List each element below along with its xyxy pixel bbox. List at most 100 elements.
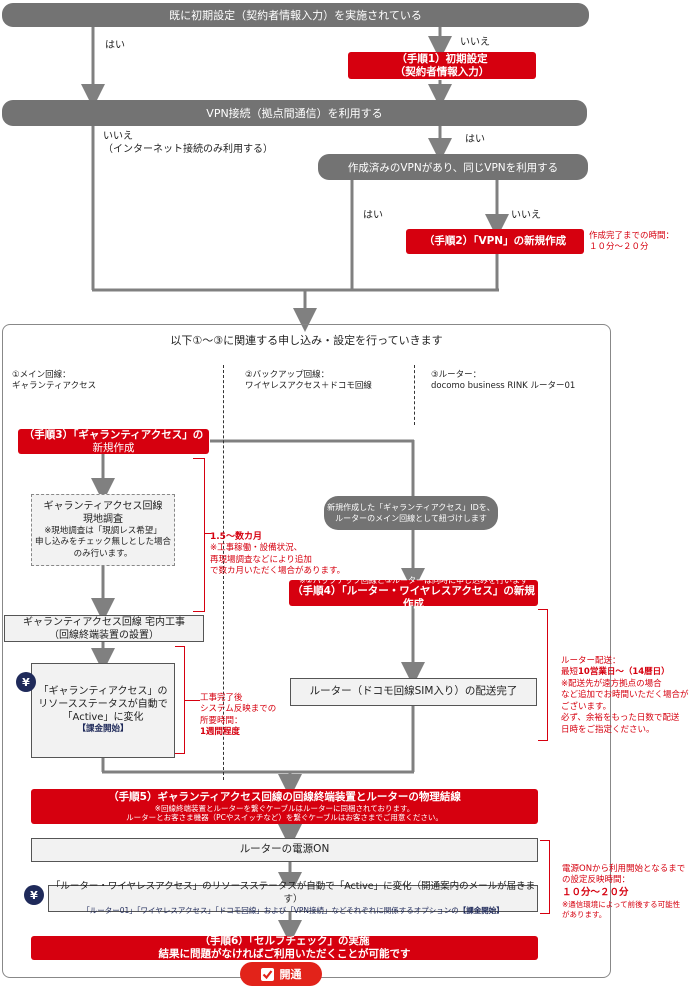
install-line2: （回線終端装置の設置） <box>49 629 159 641</box>
q1-no-label: いいえ <box>460 37 490 48</box>
q2-no-label: いいえ （インターネット接続のみ利用する） <box>103 130 273 156</box>
column-backup-line: ②バックアップ回線： ワイヤレスアクセス＋ドコモ回線 <box>245 370 372 392</box>
active2-note-foot2: があります。 <box>562 909 607 919</box>
col2-line2: ワイヤレスアクセス＋ドコモ回線 <box>245 381 372 392</box>
router-note-1: ※配送先が遠方拠点の場合 <box>561 678 662 689</box>
survey-note-1: ※現地調査は「現調レス希望」 <box>44 526 162 537</box>
survey-note-2: 申し込みをチェック無しとした場合 <box>34 537 171 548</box>
step6-self-check: （手順6）「セルフチェック」の実施 結果に問題がなければご利用いただくことが可能… <box>31 935 538 960</box>
step1-initial-setting: （手順1）初期設定 （契約者情報入力） <box>348 52 536 79</box>
install-line1: ギャランティアクセス回線 宅内工事 <box>22 616 186 628</box>
col1-line2: ギャランティアクセス <box>12 381 97 392</box>
q2-no-line1: いいえ <box>103 131 133 142</box>
survey-period-2: 再現場調査などにより追加 <box>210 554 312 565</box>
step3-line2: 新規作成 <box>92 441 135 454</box>
yen-billing-icon: ¥ <box>16 672 36 692</box>
router-note-3: ございます。 <box>561 701 612 712</box>
active1-period-3: 所要時間： <box>200 715 243 726</box>
divider-1 <box>223 365 224 780</box>
section-title: 以下①～③に関連する申し込み・設定を行っていきます <box>170 334 443 347</box>
router-note-2: など追加でお時間いただく場合が <box>561 690 689 701</box>
survey-period-1: ※工事稼働・設備状況、 <box>210 543 303 554</box>
step5-title: （手順5）ギャランティアクセス回線の回線終端装置とルーターの物理結線 <box>108 791 461 804</box>
yen-billing-icon-2: ¥ <box>24 885 44 905</box>
step6-line1: （手順6）「セルフチェック」の実施 <box>199 935 370 948</box>
active1-billing: 【課金開始】 <box>77 724 129 735</box>
active2-note: 電源ONから利用開始となるまで の設定反映時間： １０分～２０分 ※通信環境によ… <box>562 864 685 920</box>
active2-sub-a: 「ルーター01」「ワイヤレスアクセス」「ドコモ回線」および「VPN接続」などそれ… <box>82 905 459 915</box>
survey-title-2: 現地調査 <box>83 514 123 526</box>
step1-line2: （契約者情報入力） <box>394 65 490 78</box>
active2-text: 「ルーター・ワイヤレスアクセス」のリソースステータスが自動で「Active」に変… <box>50 881 536 905</box>
step5-note2: ルーターとお客さま機器（PCやスイッチなど）を繋ぐケーブルはお客さまでご用意くだ… <box>126 812 443 822</box>
step2-note-line2: １０分～２０分 <box>589 242 649 253</box>
guaranty-active-box: 「ギャランティアクセス」の リソースステータスが自動で 「Active」に変化 … <box>31 663 175 758</box>
step2-vpn-create: （手順2）「VPN」の新規作成 <box>406 229 584 254</box>
col2-line1: ②バックアップ回線： <box>245 370 330 380</box>
home-install-box: ギャランティアクセス回線 宅内工事 （回線終端装置の設置） <box>4 615 204 642</box>
site-survey-box: ギャランティアクセス回線 現地調査 ※現地調査は「現調レス希望」 申し込みをチェ… <box>31 494 175 566</box>
initial-setting-question: 既に初期設定（契約者情報入力）を実施されている <box>2 3 589 27</box>
q3-no-label: いいえ <box>511 210 541 221</box>
active2-note-head: １０分～２０分 <box>562 886 629 898</box>
gray-note-line2: ルーターのメイン回線として紐づけします <box>335 514 487 523</box>
check-icon <box>260 967 274 981</box>
router-note-line2a: 最短 <box>561 667 579 678</box>
activation-complete-badge: 開通 <box>240 962 322 986</box>
active2-sub-b: 【課金開始】 <box>458 905 504 915</box>
active1-period-bracket <box>175 646 185 754</box>
step3-line1: （手順3）「ギャランティアクセス」の <box>23 428 204 441</box>
done-label: 開通 <box>279 968 302 981</box>
router-delivered-box: ルーター（ドコモ回線SIM入り）の配送完了 <box>290 678 537 706</box>
step5-note1: ※回線終端装置とルーターを繋ぐケーブルはルーターに同梱されております。 <box>154 803 415 813</box>
router-active-box: 「ルーター・ワイヤレスアクセス」のリソースステータスが自動で「Active」に変… <box>48 881 538 915</box>
q2-yes-label: はい <box>465 134 485 145</box>
col3-line1: ③ルーター： <box>431 370 482 380</box>
active2-period-bracket <box>540 840 550 914</box>
router-note-5: 日時をご指定ください。 <box>561 724 655 735</box>
step4-note: ※②バックアップ回線と③ルーターは同時に申し込みを行います <box>298 575 529 585</box>
guaranty-link-note: 新規作成した「ギャランティアクセス」IDを、 ルーターのメイン回線として紐づけし… <box>324 496 498 530</box>
survey-period-bracket <box>193 458 205 612</box>
router-note-line2b: 10営業日～（14暦日） <box>578 667 670 678</box>
router-delivery-note: ルーター配送： 最短10営業日～（14暦日） ※配送先が遠方拠点の場合 など追加… <box>561 656 689 736</box>
step2-note-line1: 作成完了までの時間： <box>589 231 675 241</box>
step4-title: （手順4）「ルーター・ワイヤレスアクセス」の新規作成 <box>292 585 535 610</box>
survey-period-3: で数カ月いただく場合があります。 <box>210 566 346 577</box>
active1-period-2: システム反映までの <box>200 704 277 715</box>
active2-note-2: の設定反映時間： <box>562 875 631 886</box>
vpn-question: VPN接続（拠点間通信）を利用する <box>2 100 587 126</box>
router-power-on-box: ルーターの電源ON <box>31 838 538 862</box>
q2-no-line2: （インターネット接続のみ利用する） <box>103 144 273 155</box>
column-router: ③ルーター： docomo business RINK ルーター01 <box>431 370 575 392</box>
survey-period-note: 1.5～数カ月 ※工事稼働・設備状況、 再現場調査などにより追加 で数カ月いただ… <box>210 531 345 578</box>
active1-period-4: 1週間程度 <box>200 727 240 738</box>
step5-physical-connection: （手順5）ギャランティアクセス回線の回線終端装置とルーターの物理結線 ※回線終端… <box>31 789 538 824</box>
step1-line1: （手順1）初期設定 <box>396 52 488 65</box>
survey-title-1: ギャランティアクセス回線 <box>43 501 163 513</box>
active1-line3: 「Active」に変化 <box>62 712 144 724</box>
col3-line2: docomo business RINK ルーター01 <box>431 381 576 392</box>
step3-guaranty-create: （手順3）「ギャランティアクセス」の 新規作成 <box>18 429 209 454</box>
active2-note-1: 電源ONから利用開始となるまで <box>562 864 686 874</box>
step2-note: 作成完了までの時間： １０分～２０分 <box>589 231 674 254</box>
existing-vpn-question: 作成済みのVPNがあり、同じVPNを利用する <box>318 154 588 180</box>
router-period-bracket <box>538 609 548 741</box>
col1-line1: ①メイン回線： <box>12 370 71 380</box>
survey-bracket-tick <box>205 533 211 534</box>
q1-yes-label: はい <box>105 40 125 51</box>
router-note-head: ルーター配送： <box>561 656 621 666</box>
active1-line2: リソースステータスが自動で <box>38 699 168 711</box>
active1-period-1: 工事完了後 <box>200 693 243 703</box>
step4-router-wireless-create: ※②バックアップ回線と③ルーターは同時に申し込みを行います （手順4）「ルーター… <box>289 576 538 610</box>
q3-yes-label: はい <box>363 210 383 221</box>
survey-period-head: 1.5～数カ月 <box>210 532 262 542</box>
section-container <box>2 324 611 978</box>
active1-bracket-tick <box>185 700 200 701</box>
gray-note-line1: 新規作成した「ギャランティアクセス」IDを、 <box>327 502 495 512</box>
active1-line1: 「ギャランティアクセス」の <box>38 686 168 698</box>
step6-line2: 結果に問題がなければご利用いただくことが可能です <box>158 948 411 960</box>
divider-2 <box>414 365 415 425</box>
router-note-4: 必ず、余裕をもった日数で配送 <box>561 713 680 724</box>
active2-note-foot1: ※通信環境によって前後する可能性 <box>562 899 681 909</box>
